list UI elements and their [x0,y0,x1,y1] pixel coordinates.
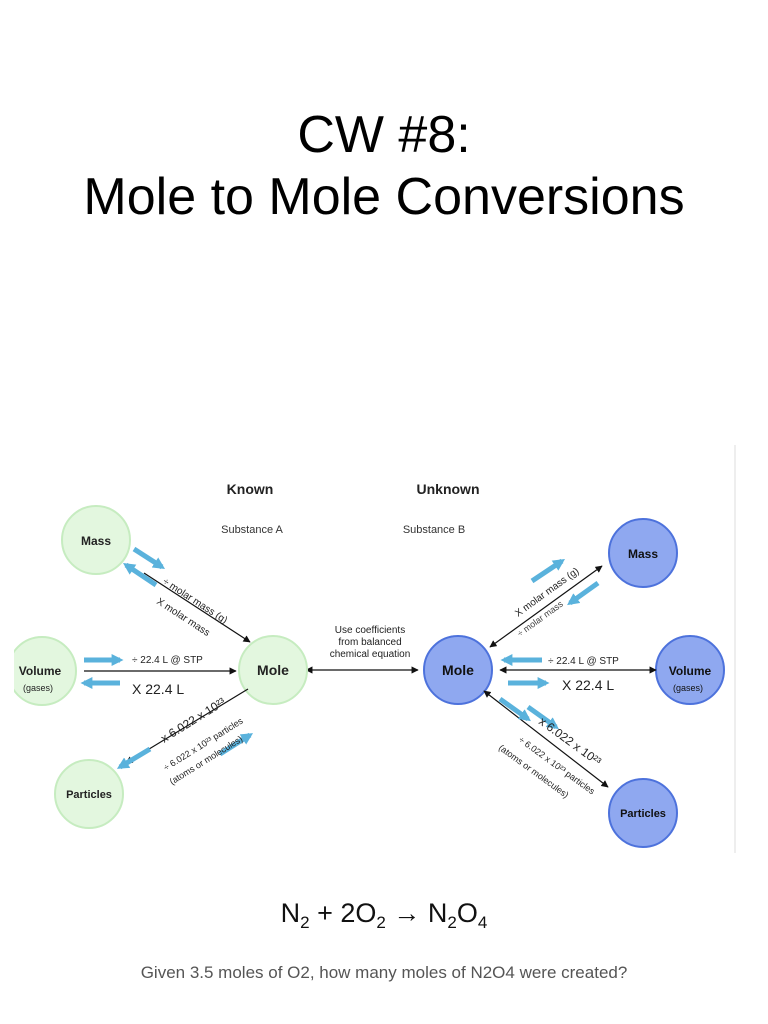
slide-title-line-1: CW #8: [297,106,471,164]
right-mole-mass-arrow [489,565,603,648]
equation-n2-subscript: 2 [300,913,310,932]
slide-title-line-2: Mole to Mole Conversions [83,168,685,226]
equation-n2o4-o-subscript: 4 [477,913,488,932]
known-mole-circle [238,635,308,705]
equation-plus: + [317,898,333,928]
right-particles-blue-arrow-in [526,704,559,730]
left-particles-blue-arrow-out [218,732,254,757]
substance-a-label: Substance A [221,524,283,536]
right-mole-particles-arrow [483,690,609,788]
known-volume-sub-label: (gases) [23,683,53,693]
equation-arrow: → [393,898,421,928]
unknown-mass-circle [608,518,678,588]
known-header: Known [227,481,274,497]
equation-n2o4-o: O [456,898,478,928]
mole-conversion-diagram: Known Unknown Substance A Substance B Us… [14,445,736,853]
unknown-volume-label: Volume [669,664,712,678]
unknown-particles-circle [608,778,678,848]
left-mass-to-mole-arrow [143,572,251,643]
known-mass-label: Mass [81,534,111,548]
equation-n2o4-n-subscript: 2 [447,913,457,932]
equation-n2o4-n: N [427,898,448,928]
left-mass-blue-arrow-in [123,562,158,588]
coefficients-note-line-3: chemical equation [330,649,411,660]
unknown-volume-sub-label: (gases) [673,683,703,693]
chemical-equation: N2 + 2O2 → N2O4 [0,898,768,932]
unknown-mass-label: Mass [628,547,658,561]
unknown-header: Unknown [417,481,480,497]
known-mole-label: Mole [257,662,289,678]
right-volume-divide-label: ÷ 22.4 L @ STP [548,656,619,667]
equation-o2-symbol: 2O [340,898,377,928]
known-particles-label: Particles [66,789,112,801]
coefficients-note-line-1: Use coefficients [335,625,405,636]
left-mass-blue-arrow-out [132,546,166,570]
known-volume-label: Volume [19,664,62,678]
left-volume-divide-label: ÷ 22.4 L @ STP [132,655,203,666]
coefficients-note-line-2: from balanced [338,637,401,648]
unknown-particles-label: Particles [620,808,666,820]
equation-o2-subscript: 2 [376,913,386,932]
unknown-mole-label: Mole [442,662,474,678]
known-mass-circle [61,505,131,575]
right-mass-blue-arrow-out [530,558,565,584]
known-volume-circle [14,636,77,706]
question-text: Given 3.5 moles of O2, how many moles of… [140,963,628,982]
left-volume-multiply-label: X 22.4 L [132,681,184,697]
known-particles-circle [54,759,124,829]
unknown-mole-circle [423,635,493,705]
right-mass-blue-arrow-in [567,580,600,606]
left-particles-blue-arrow-in [116,746,152,770]
right-particles-blue-arrow-out [498,696,531,722]
right-volume-multiply-label: X 22.4 L [562,677,614,693]
equation-n2-symbol: N [280,898,301,928]
substance-b-label: Substance B [403,524,465,536]
